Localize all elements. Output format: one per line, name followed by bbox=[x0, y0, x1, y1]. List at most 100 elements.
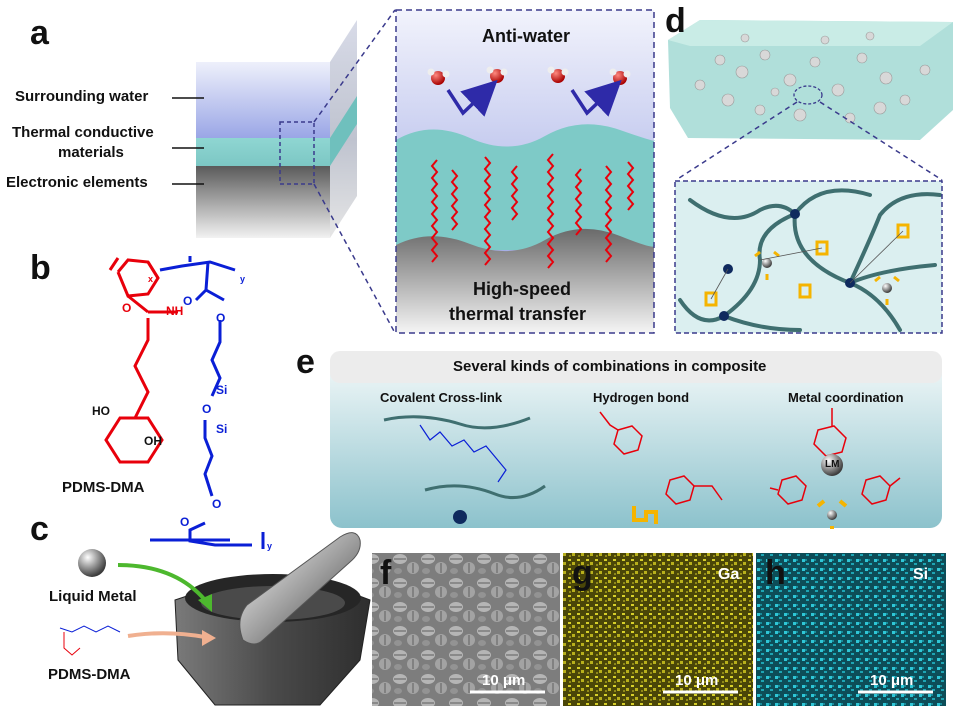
scale-text-g: 10 μm bbox=[675, 672, 719, 689]
lm-center-sphere bbox=[821, 454, 843, 476]
composite-block-top bbox=[668, 20, 953, 46]
panel-c-mortar bbox=[59, 532, 371, 706]
hbond-legend-icon bbox=[632, 506, 658, 524]
wavy-heat-arrow-icon bbox=[604, 165, 613, 263]
label-thermal-transfer: thermal transfer bbox=[449, 304, 587, 324]
wavy-heat-arrow-icon bbox=[510, 165, 519, 221]
eds-si-map bbox=[756, 553, 946, 706]
lm-particles bbox=[694, 31, 931, 124]
covalent-linker bbox=[419, 424, 507, 483]
covalent-chains bbox=[383, 415, 546, 500]
scale-text-h: 10 μm bbox=[870, 672, 914, 689]
crosslink-node-legend bbox=[453, 510, 467, 524]
hbond-catechols bbox=[599, 411, 723, 505]
panel-label-g: g bbox=[572, 554, 593, 592]
water-molecule-icon bbox=[486, 66, 508, 83]
panel-label-c: c bbox=[30, 510, 49, 548]
hbond-motifs bbox=[704, 223, 910, 307]
sem-image bbox=[372, 553, 560, 706]
water-molecule-icon bbox=[427, 68, 450, 85]
label-covalent: Covalent Cross-link bbox=[380, 390, 503, 405]
zoom-box-a bbox=[279, 121, 315, 185]
panel-e-bg bbox=[330, 351, 942, 528]
panel-label-e: e bbox=[296, 343, 315, 381]
zoom-line-d-left bbox=[675, 101, 798, 181]
label-pdms-dma-b: PDMS-DMA bbox=[62, 479, 145, 496]
label-pdms-dma-c: PDMS-DMA bbox=[48, 666, 131, 683]
electronic-layer bbox=[196, 166, 330, 238]
metal-coord-legend-icon bbox=[827, 510, 837, 520]
zoom-electronic bbox=[396, 228, 655, 333]
panel-label-d: d bbox=[665, 2, 686, 40]
atom-oh: OH bbox=[144, 434, 162, 448]
deflect-arrow-icon bbox=[570, 79, 622, 117]
panel-d bbox=[668, 20, 953, 334]
label-tcm-line2: materials bbox=[58, 144, 124, 161]
thin-links bbox=[710, 230, 904, 300]
wavy-heat-arrow-icon bbox=[546, 153, 555, 269]
atom-o4: O bbox=[202, 402, 212, 416]
zoom-frame bbox=[395, 9, 655, 334]
atom-o6: O bbox=[180, 515, 190, 529]
tcm-layer bbox=[196, 138, 330, 166]
panel-b-structure bbox=[104, 256, 265, 549]
panel-label-b: b bbox=[30, 249, 51, 287]
zoom-line-d-right bbox=[819, 101, 943, 181]
crosslink-nodes bbox=[719, 209, 855, 321]
panel-label-h: h bbox=[765, 554, 786, 592]
deflect-arrow-icon bbox=[446, 79, 498, 117]
scale-text-f: 10 μm bbox=[482, 672, 526, 689]
green-arrow bbox=[117, 563, 207, 602]
water-layer bbox=[196, 62, 330, 138]
mini-pdms-dma-icon bbox=[59, 625, 121, 633]
wavy-heat-arrow-icon bbox=[626, 161, 635, 211]
atom-ho: HO bbox=[92, 404, 110, 418]
panel-label-a: a bbox=[30, 14, 49, 52]
label-ga: Ga bbox=[718, 566, 740, 583]
green-arrowhead bbox=[198, 594, 212, 612]
eds-ga-map bbox=[563, 553, 753, 706]
peach-arrow bbox=[127, 631, 206, 639]
wavy-heat-arrow-icon bbox=[574, 168, 583, 236]
wavy-heat-arrow-icon bbox=[450, 169, 459, 231]
metal-coord-sites bbox=[754, 250, 900, 305]
label-hydrogen: Hydrogen bond bbox=[593, 390, 690, 405]
atom-o5: O bbox=[212, 497, 222, 511]
label-surrounding-water: Surrounding water bbox=[15, 88, 149, 105]
pestle-icon bbox=[239, 532, 361, 645]
subscript-x: x bbox=[148, 274, 154, 284]
subscript-y2: y bbox=[267, 541, 273, 551]
water-molecule-icon bbox=[547, 66, 569, 83]
atom-o2: O bbox=[183, 294, 193, 308]
wavy-heat-arrow-icon bbox=[430, 159, 439, 263]
label-lm: LM bbox=[825, 459, 840, 470]
label-tcm-line1: Thermal conductive bbox=[12, 124, 154, 141]
label-anti-water: Anti-water bbox=[482, 26, 571, 46]
heat-waves bbox=[430, 153, 635, 269]
zoom-line-bottom bbox=[313, 183, 396, 334]
atom-si2: Si bbox=[216, 422, 228, 436]
label-high-speed: High-speed bbox=[473, 279, 572, 299]
zoom-panel bbox=[395, 9, 655, 334]
label-metal-coord: Metal coordination bbox=[788, 390, 904, 405]
peach-arrowhead bbox=[202, 630, 216, 646]
network-frame bbox=[674, 180, 943, 334]
panel-e-title: Several kinds of combinations in composi… bbox=[453, 358, 767, 375]
metal-coord-catechols bbox=[769, 408, 901, 505]
atom-o3: O bbox=[216, 311, 226, 325]
tcm-side bbox=[330, 96, 357, 166]
metal-coord-legend-brackets bbox=[816, 499, 848, 529]
label-electronic-elements: Electronic elements bbox=[6, 174, 148, 191]
subscript-y1: y bbox=[240, 274, 246, 284]
label-liquid-metal: Liquid Metal bbox=[49, 588, 137, 605]
panel-label-f: f bbox=[380, 554, 392, 592]
zoom-circle-d bbox=[793, 85, 823, 105]
wavy-heat-arrow-icon bbox=[483, 156, 492, 266]
label-si: Si bbox=[913, 566, 929, 583]
atom-o1: O bbox=[122, 301, 132, 315]
atom-si1: Si bbox=[216, 383, 228, 397]
atom-nh: NH bbox=[166, 304, 184, 318]
liquid-metal-sphere-icon bbox=[78, 549, 106, 577]
panel-e-titlebar bbox=[330, 351, 942, 383]
